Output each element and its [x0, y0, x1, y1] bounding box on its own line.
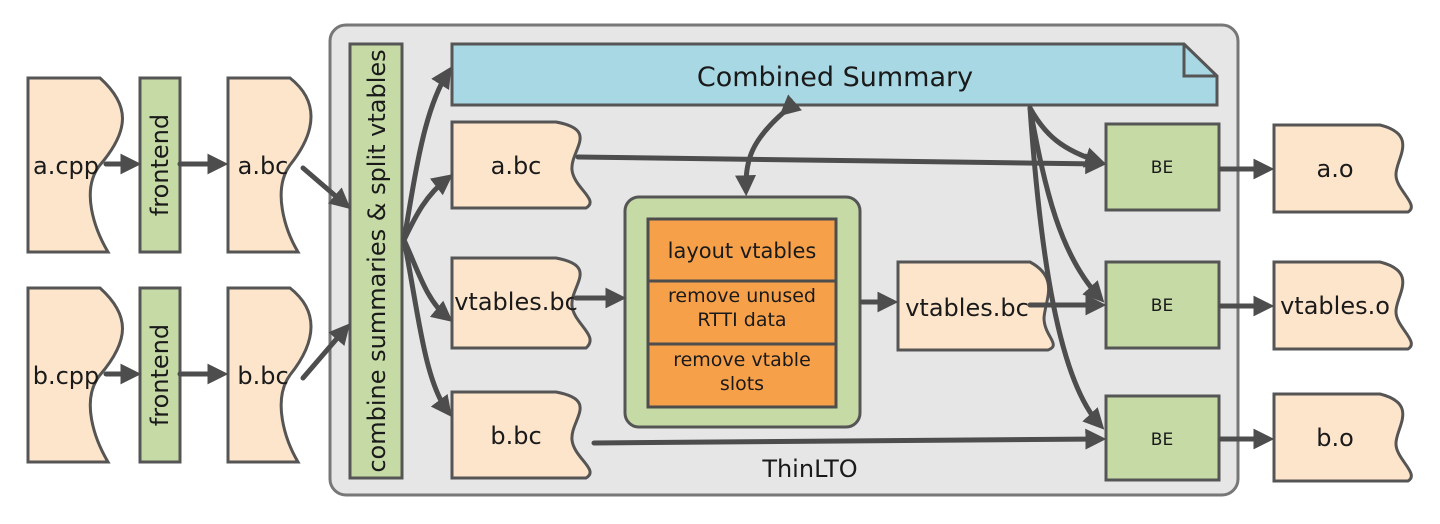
arrow-summary-to-be-b — [1027, 105, 1105, 430]
backend-box-a: BE — [1104, 122, 1221, 212]
arrow-a-bc-to-combine — [300, 165, 351, 210]
frontend-box-bottom: frontend — [138, 286, 182, 464]
backend-box-vtables: BE — [1104, 260, 1221, 350]
source-a-cpp-label: a.cpp — [33, 152, 99, 180]
frontend-top-label: frontend — [146, 114, 174, 216]
arrow-summary-to-be-a — [1027, 105, 1107, 168]
output-b-o-label: b.o — [1316, 424, 1354, 452]
backend-a-label: BE — [1151, 158, 1173, 178]
vtables-bc-output-doc: vtables.bc — [896, 260, 1055, 352]
backend-vtables-label: BE — [1151, 296, 1173, 316]
arrow-summary-to-be-vtables — [1027, 105, 1105, 303]
frontend-box-top: frontend — [138, 76, 182, 254]
source-doc-b-cpp: b.cpp — [26, 286, 124, 464]
backend-box-b: BE — [1104, 394, 1221, 482]
arrows — [103, 66, 1275, 450]
bitcode-b-bc-label: b.bc — [237, 362, 288, 390]
arrow-b-bc-to-combine — [300, 323, 351, 381]
output-doc-vtables-o: vtables.o — [1272, 260, 1413, 351]
combine-summaries-box: combine summaries & split vtables — [348, 42, 404, 480]
output-vtables-o-label: vtables.o — [1280, 292, 1390, 320]
pass-layout-vtables-label: layout vtables — [668, 239, 817, 263]
module-doc-b-bc: b.bc — [450, 390, 592, 480]
arrow-combine-to-a-bc — [401, 174, 453, 243]
backend-b-label: BE — [1151, 430, 1173, 450]
source-doc-a-cpp: a.cpp — [26, 76, 124, 254]
bitcode-a-bc-label: a.bc — [238, 152, 289, 180]
combined-summary-box: Combined Summary — [450, 42, 1219, 107]
output-doc-b-o: b.o — [1272, 392, 1413, 483]
combine-summaries-label: combine summaries & split vtables — [363, 49, 391, 472]
frontend-bottom-label: frontend — [146, 324, 174, 426]
thinlto-label: ThinLTO — [761, 455, 857, 483]
vtables-bc-output-label: vtables.bc — [905, 294, 1029, 322]
module-doc-a-bc: a.bc — [450, 120, 592, 210]
arrow-a-bc-to-be — [575, 153, 1107, 175]
module-doc-vtables-bc: vtables.bc — [450, 256, 592, 350]
bitcode-doc-a-bc: a.bc — [226, 76, 313, 254]
module-a-bc-label: a.bc — [491, 152, 542, 180]
arrow-combine-to-b-bc — [401, 237, 452, 418]
output-a-o-label: a.o — [1316, 155, 1353, 183]
module-vtables-bc-label: vtables.bc — [454, 288, 578, 316]
output-doc-a-o: a.o — [1272, 123, 1413, 214]
combined-summary-label: Combined Summary — [697, 62, 973, 93]
arrow-summary-passes-bidirectional — [735, 94, 802, 197]
pass-layout-vtables: layout vtables — [646, 217, 838, 283]
bitcode-doc-b-bc: b.bc — [226, 286, 313, 464]
arrow-b-bc-to-be — [591, 428, 1107, 450]
module-b-bc-label: b.bc — [490, 422, 541, 450]
arrow-combine-to-summary — [401, 66, 452, 243]
source-b-cpp-label: b.cpp — [33, 362, 100, 390]
